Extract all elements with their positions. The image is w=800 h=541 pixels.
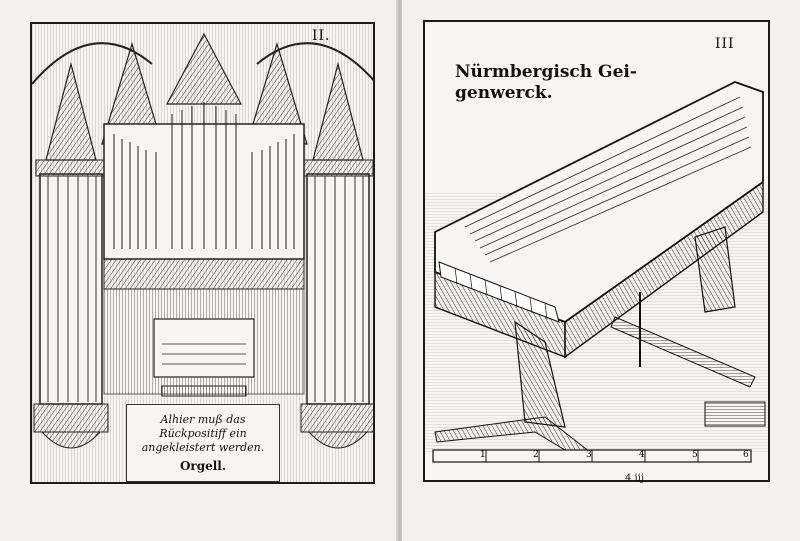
- scale-mark-6: 6: [743, 450, 749, 460]
- title-line-1: Nürmbergisch Gei-: [455, 62, 637, 82]
- caption-text: Alhier muß das Rückpositiff ein angeklei…: [141, 413, 265, 454]
- caption-box: Alhier muß das Rückpositiff ein angeklei…: [126, 404, 280, 482]
- scale-mark-3: 3: [586, 450, 592, 460]
- scale-mark-2: 2: [533, 450, 539, 460]
- harpsichord-woodcut: III Nürmbergisch Gei- genwerck. 1 2 3 4 …: [423, 20, 770, 482]
- caption-title: Orgell.: [179, 459, 227, 473]
- harpsichord-illustration: [425, 81, 768, 463]
- book-gutter: [396, 0, 404, 541]
- left-page-number: II.: [312, 28, 331, 44]
- right-page-number: III: [715, 36, 735, 52]
- signature-mark: 4 iij: [625, 473, 645, 484]
- organ-illustration: [32, 24, 373, 482]
- scale-mark-4: 4: [639, 450, 645, 460]
- organ-woodcut: II. Alhier muß das Rückpositiff ein ange…: [30, 22, 375, 484]
- right-page-title: Nürmbergisch Gei- genwerck.: [455, 62, 637, 104]
- title-line-2: genwerck.: [455, 83, 553, 103]
- scale-mark-5: 5: [692, 450, 698, 460]
- scale-mark-1: 1: [480, 450, 486, 460]
